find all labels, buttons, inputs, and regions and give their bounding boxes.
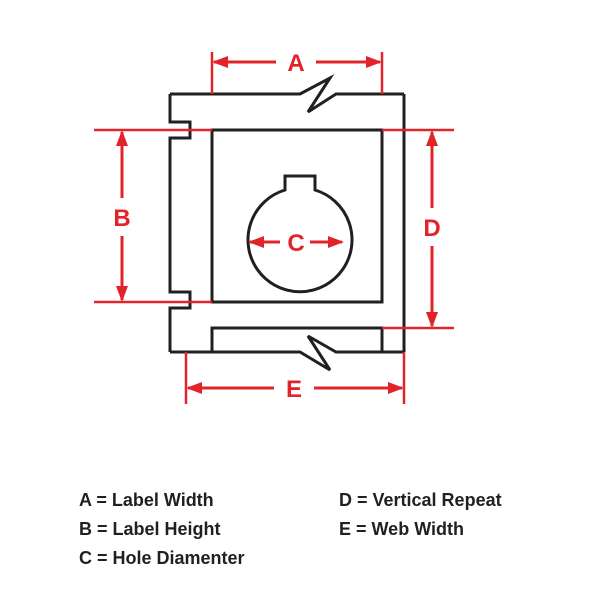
dimension-b: B bbox=[113, 130, 131, 302]
dimension-c: C bbox=[248, 230, 344, 257]
dimension-b-letter: B bbox=[113, 205, 130, 232]
label-dimension-diagram: A B C D E bbox=[94, 50, 454, 404]
dimension-d-letter: D bbox=[423, 215, 440, 242]
legend-item-label-height: B = Label Height bbox=[79, 519, 221, 539]
hole-with-keyway bbox=[246, 174, 354, 294]
legend-item-label-width: A = Label Width bbox=[79, 490, 214, 510]
dimension-a-letter: A bbox=[287, 50, 304, 77]
legend-item-vertical-repeat: D = Vertical Repeat bbox=[339, 490, 502, 510]
legend-item-hole-diameter: C = Hole Diamenter bbox=[79, 548, 245, 568]
dimension-e: E bbox=[186, 376, 404, 403]
dimension-a: A bbox=[212, 50, 382, 77]
web-bottom-edge bbox=[170, 334, 404, 372]
next-label-outline bbox=[210, 326, 384, 352]
dimension-e-letter: E bbox=[286, 376, 302, 403]
web-top-edge bbox=[170, 73, 404, 114]
legend-item-web-width: E = Web Width bbox=[339, 519, 465, 539]
legend-right-column: D = Vertical Repeat E = Web Width bbox=[339, 486, 502, 544]
legend-left-column: A = Label Width B = Label Height C = Hol… bbox=[79, 486, 245, 573]
dimension-c-letter: C bbox=[287, 230, 304, 257]
web-outline bbox=[168, 73, 406, 372]
label-rect bbox=[210, 128, 384, 304]
dimension-d: D bbox=[423, 130, 441, 328]
web-left-edge bbox=[168, 94, 192, 352]
